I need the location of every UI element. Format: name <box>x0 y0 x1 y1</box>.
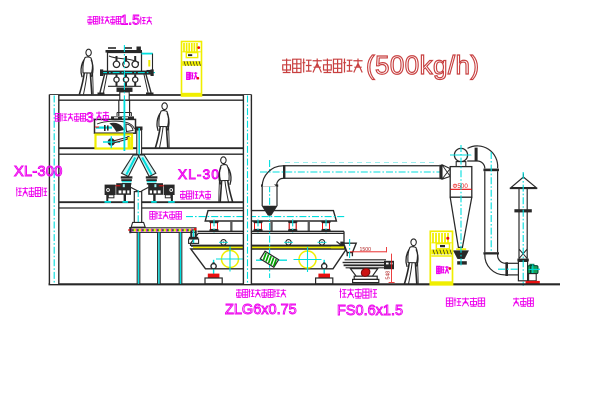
svg-text:XL-300: XL-300 <box>14 164 63 180</box>
svg-text:Φ500: Φ500 <box>453 183 469 190</box>
svg-text:1500: 1500 <box>360 247 372 253</box>
svg-text:548: 548 <box>386 271 392 280</box>
svg-text:XL-300: XL-300 <box>178 167 229 182</box>
svg-text:ZLG6x0.75: ZLG6x0.75 <box>225 302 297 318</box>
svg-text:FS0.6x1.5: FS0.6x1.5 <box>337 303 403 319</box>
svg-text:1.5: 1.5 <box>121 12 141 28</box>
svg-text:(500kg/h): (500kg/h) <box>366 50 479 80</box>
svg-text:3: 3 <box>86 109 94 125</box>
